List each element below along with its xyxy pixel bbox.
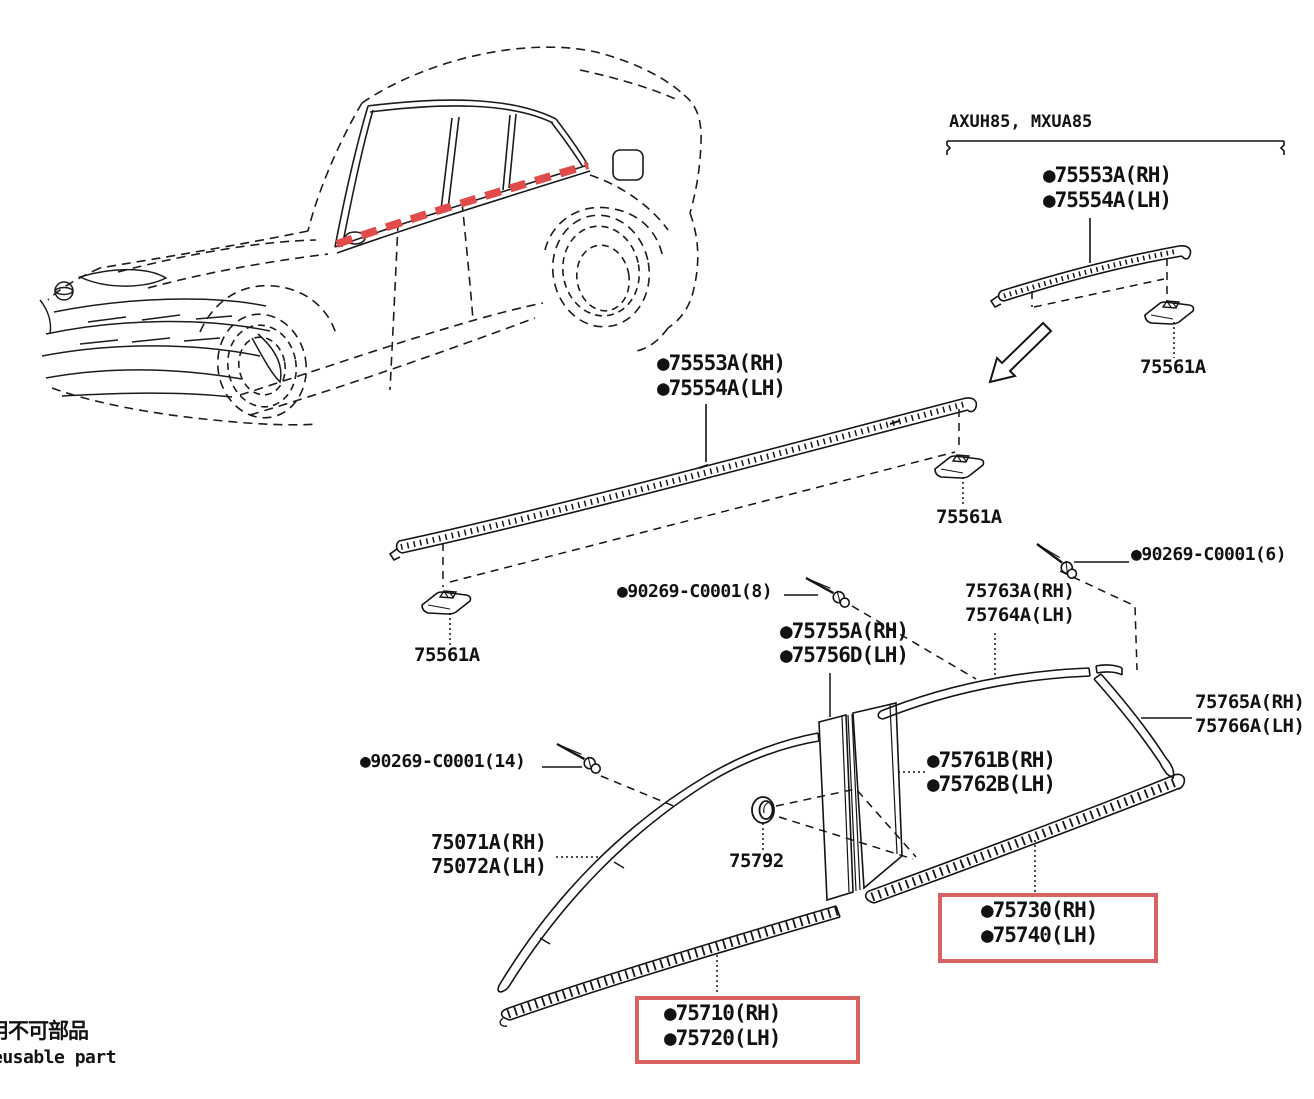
upper-moulding-small-drawing (989, 218, 1192, 309)
front-belt-moulding-drawing (499, 905, 841, 1027)
selection-box-belt-rear[interactable] (938, 893, 1158, 963)
callout-75071A[interactable]: 75071A(RH) (431, 830, 547, 854)
highlight-belt-moulding (335, 161, 590, 248)
rear-frame-moulding-drawing (877, 664, 1123, 720)
callout-75072A[interactable]: 75072A(LH) (431, 854, 547, 878)
callout-75792[interactable]: 75792 (729, 850, 784, 872)
sail-moulding-drawing (1093, 673, 1175, 780)
pillar-moulding-drawing (818, 702, 903, 902)
callout-75730[interactable]: ●75730(RH) (981, 898, 1098, 922)
long-moulding-placement-dashes (442, 409, 960, 587)
model-codes-header: AXUH85, MXUA85 (949, 112, 1093, 132)
rear-belt-moulding-drawing (864, 773, 1186, 904)
belt-moulding-long-drawing (388, 397, 978, 562)
upper-moulding-placement-dashes (1031, 258, 1168, 308)
callout-75762B[interactable]: ●75762B(LH) (927, 772, 1056, 796)
callout-90269-C0001-6[interactable]: ●90269-C0001(6) (1131, 544, 1287, 565)
callout-75761B[interactable]: ●75761B(RH) (927, 748, 1056, 772)
front-frame-moulding-drawing (497, 732, 820, 993)
screw-placement-dashes (600, 570, 1138, 808)
callout-75765A[interactable]: 75765A(RH) (1195, 691, 1305, 713)
callout-75740[interactable]: ●75740(LH) (981, 923, 1098, 947)
note-non-reusable-en: eusable part (0, 1047, 117, 1068)
callout-75710[interactable]: ●75710(RH) (664, 1001, 781, 1025)
retainer-clip-left (421, 590, 472, 615)
model-bracket (946, 140, 1285, 155)
callout-75553A-top[interactable]: ●75553A(RH) (1043, 163, 1172, 187)
callout-75755A[interactable]: ●75755A(RH) (780, 619, 909, 643)
callout-75554A-top[interactable]: ●75554A(LH) (1043, 188, 1172, 212)
callout-75561A-top[interactable]: 75561A (1140, 356, 1206, 378)
callout-75720[interactable]: ●75720(LH) (664, 1026, 781, 1050)
dotted-leader-lines (449, 322, 1175, 995)
selection-box-belt-front[interactable] (635, 996, 860, 1064)
callout-75764A[interactable]: 75764A(LH) (965, 604, 1075, 626)
solid-leader-lines (542, 561, 1192, 768)
retainer-clip-top (1144, 300, 1195, 325)
callout-75561A-left[interactable]: 75561A (414, 644, 480, 666)
grommet-placement-dashes (775, 788, 917, 860)
direction-arrow (988, 321, 1053, 384)
vehicle-sketch (47, 46, 702, 426)
callout-75553A-mid[interactable]: ●75553A(RH) (657, 351, 786, 375)
screw-x8-icon (800, 576, 854, 610)
grommet-drawing (751, 796, 775, 824)
vehicle-window-frame-lines (334, 99, 644, 254)
callout-75554A-mid[interactable]: ●75554A(LH) (657, 376, 786, 400)
callout-90269-C0001-14[interactable]: ●90269-C0001(14) (360, 751, 526, 772)
callout-75561A-right[interactable]: 75561A (936, 506, 1002, 528)
callout-75763A[interactable]: 75763A(RH) (965, 580, 1075, 602)
retainer-clip-right (934, 454, 985, 479)
screw-x6-icon (1028, 542, 1083, 581)
note-non-reusable-jp: 用不可部品 (0, 1020, 89, 1043)
callout-90269-C0001-8[interactable]: ●90269-C0001(8) (617, 581, 773, 602)
callout-75756D[interactable]: ●75756D(LH) (780, 643, 909, 667)
vehicle-front-details (39, 268, 282, 398)
callout-75766A[interactable]: 75766A(LH) (1195, 715, 1305, 737)
screw-x14-icon (551, 742, 605, 776)
